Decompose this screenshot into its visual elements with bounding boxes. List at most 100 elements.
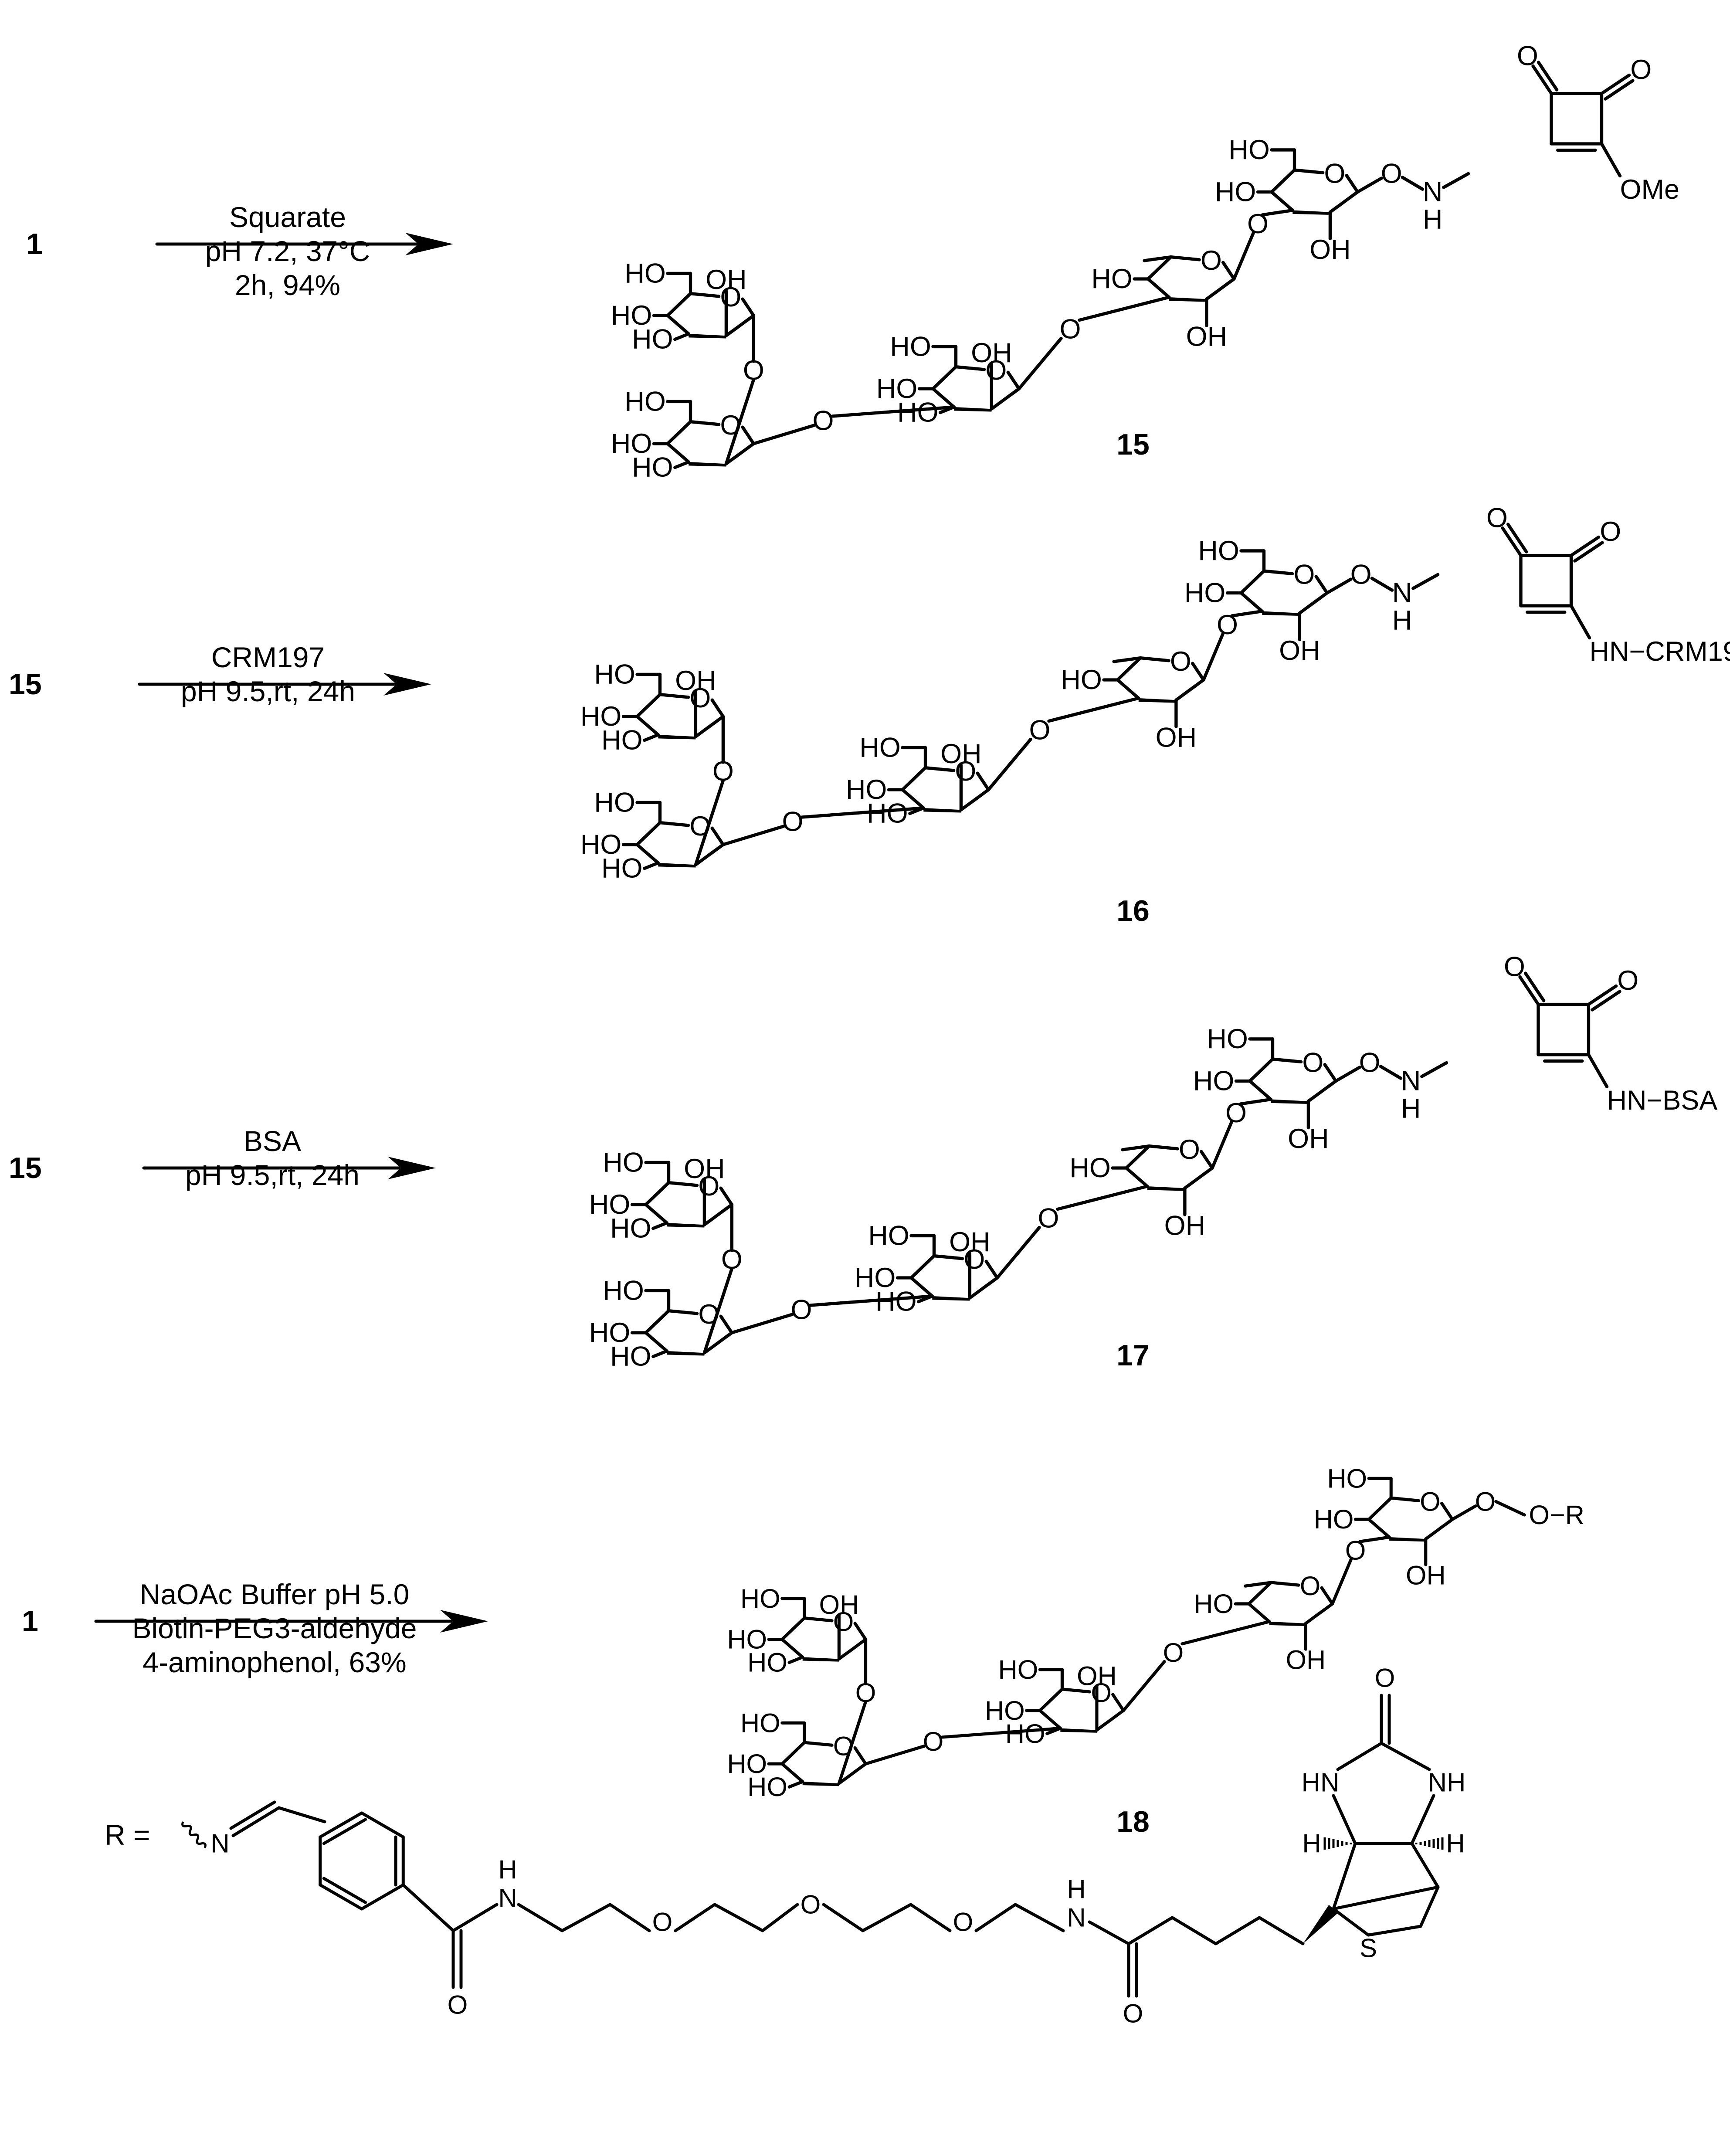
c2-hydroxyl: OH <box>1156 722 1197 753</box>
methyl-bond <box>1121 1144 1151 1151</box>
imine-bond <box>229 1800 276 1830</box>
ring-oxygen: O <box>1420 1487 1441 1516</box>
c3-hydroxyl: HO <box>610 1341 651 1372</box>
aminooxy-h: H <box>1423 204 1443 235</box>
starting-material-label-1: 1 <box>26 227 43 261</box>
benzene-bond <box>360 1811 405 1839</box>
glycosidic-bond <box>864 1744 926 1766</box>
peg-chain <box>517 1903 651 1932</box>
amide-oxygen: O <box>448 1990 468 2020</box>
c3-hydroxyl: HO <box>747 1772 787 1802</box>
ring-bond <box>1247 1602 1271 1623</box>
ring-bond <box>1367 1496 1393 1521</box>
carbonyl-bond <box>1569 535 1601 557</box>
ring-bond <box>635 821 662 846</box>
ring-bond <box>1116 678 1140 700</box>
ring-bond <box>1345 174 1360 194</box>
n-c-bond <box>1420 1061 1448 1078</box>
ring-bond <box>702 1331 734 1355</box>
ring-oxygen: O <box>1179 1134 1200 1165</box>
ring-fusion-h-right: H <box>1446 1829 1465 1858</box>
biotin-amide-nitrogen: N <box>1067 1903 1085 1932</box>
carbonyl-bond <box>1604 79 1635 101</box>
peg-oxygen-1: O <box>652 1908 673 1937</box>
reaction-condition-1-2: pH 7.2, 37°C <box>205 235 370 267</box>
aminooxy-n: N <box>1392 578 1412 608</box>
ring-bond <box>644 1309 671 1334</box>
ring-bond <box>1038 1709 1062 1730</box>
ring-bond <box>666 420 692 445</box>
c2-hydroxyl: OH <box>940 739 981 769</box>
ring-oxygen: O <box>955 756 976 787</box>
ring-bond <box>1205 277 1236 301</box>
c6-hydroxyl: HO <box>1207 1024 1248 1054</box>
n-o-bond <box>1370 577 1394 592</box>
glycosidic-bond <box>752 424 816 445</box>
c4-hydroxyl: HO <box>855 1263 896 1293</box>
c2-hydroxyl: OH <box>706 265 746 295</box>
peg-chain <box>822 1903 952 1932</box>
starting-material-label-3: 15 <box>9 1151 42 1185</box>
ring-oxygen: O <box>833 1607 854 1637</box>
c6-hydroxyl: HO <box>594 659 635 689</box>
urea-oxygen: O <box>1375 1664 1395 1693</box>
c4-hydroxyl: HO <box>1091 264 1132 294</box>
glycosidic-bond <box>1122 1660 1166 1712</box>
ring-bond <box>1146 255 1173 281</box>
glycosidic-oxygen: O <box>923 1727 944 1756</box>
ring-bond <box>837 1762 868 1785</box>
c4-hydroxyl: HO <box>1061 665 1102 695</box>
sulfur-atom: S <box>1360 1934 1377 1963</box>
glycosidic-oxygen: O <box>1060 314 1081 345</box>
c6-hydroxyl: HO <box>624 258 665 289</box>
squarate-substituent: HN−BSA <box>1607 1085 1718 1116</box>
ring-bond <box>1306 1079 1338 1103</box>
glycosidic-bond <box>831 405 956 418</box>
ring-bond <box>931 387 956 409</box>
ring-bond <box>1111 1693 1125 1712</box>
c2-hydroxyl: OH <box>971 338 1012 368</box>
ring-bond <box>667 1309 699 1315</box>
glycosidic-bond <box>809 1294 934 1307</box>
reaction-arrow-1 <box>155 233 453 255</box>
ring-bond <box>1304 1602 1334 1625</box>
ring-fusion-h-bond <box>1415 1837 1444 1850</box>
carbonyl-oxygen: O <box>1600 516 1621 547</box>
thiophane-bond <box>1332 1885 1440 1937</box>
c4-hydroxyl: HO <box>846 774 887 805</box>
carbonyl-oxygen: O <box>1486 503 1508 533</box>
ring-oxygen: O <box>1170 646 1191 677</box>
ring-oxygen: O <box>689 683 711 713</box>
glycosidic-oxygen: O <box>1163 1638 1184 1667</box>
glycosidic-bond <box>1239 1097 1272 1106</box>
squarate-substituent: HN−CRM197 <box>1590 636 1730 667</box>
ring-bond <box>741 425 756 445</box>
glycosidic-bond <box>987 737 1032 791</box>
glycosidic-bond <box>730 1313 794 1334</box>
urea-ring-bond <box>1336 1742 1383 1771</box>
c3-hydroxyl: HO <box>601 725 642 756</box>
ring-bond <box>1271 1057 1303 1064</box>
c2-hydroxyl: OH <box>1406 1561 1446 1590</box>
ring-front-bond <box>667 1223 705 1228</box>
reaction-condition-4-3: 4-aminophenol, 63% <box>142 1646 406 1678</box>
ring-bond <box>1298 591 1329 615</box>
ring-front-bond <box>1262 611 1300 616</box>
reaction-condition-2-1: CRM197 <box>211 641 325 673</box>
ring-bond <box>1292 168 1325 175</box>
squarate-linker-2: O O HN−CRM197 <box>1486 503 1730 667</box>
ring-bond <box>658 821 690 827</box>
rhamnose-ring-d: O HO OH <box>1061 646 1205 753</box>
glycosidic-bond <box>1230 609 1264 618</box>
ring-bond <box>968 1276 999 1300</box>
ring-bond <box>1095 1709 1125 1732</box>
c4-hydroxyl: HO <box>727 1625 767 1654</box>
aminooxy-h: H <box>1401 1093 1421 1124</box>
